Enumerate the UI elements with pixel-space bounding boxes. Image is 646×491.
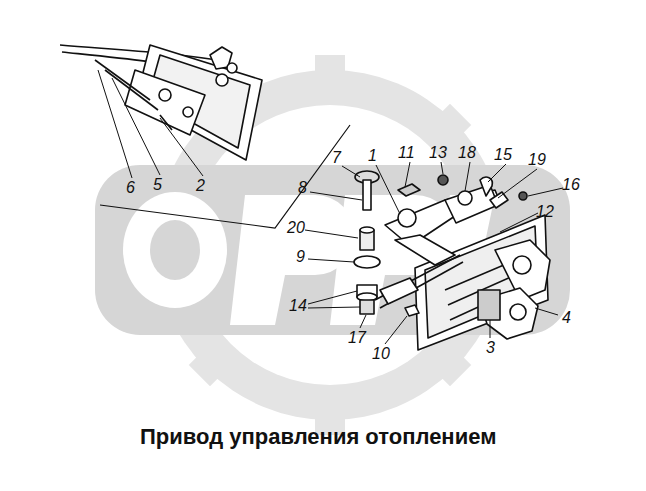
main-assembly [354,171,550,350]
callout-number: 15 [494,147,512,163]
callout-number: 7 [332,150,341,166]
callout-number: 12 [536,204,554,220]
callout-number: 4 [562,310,571,326]
callout-number: 14 [289,298,307,314]
figure-caption: Привод управления отоплением [140,425,496,449]
callout-number: 19 [528,152,546,168]
callout-number: 18 [458,145,476,161]
callout-number: 9 [296,249,305,265]
callout-number: 11 [398,145,415,161]
callout-number: 3 [486,340,495,356]
callout-number: 8 [298,180,307,196]
callout-number: 1 [368,148,377,164]
callout-number: 6 [126,180,135,196]
callout-number: 5 [153,177,162,193]
callout-number: 17 [348,330,366,346]
callout-number: 16 [562,177,580,193]
callout-number: 13 [429,145,447,161]
callout-number: 10 [372,346,390,362]
leader-lines [98,70,563,344]
callout-number: 2 [196,178,205,194]
inset-bracket [60,45,262,160]
callout-number: 20 [287,220,305,236]
watermark-logo [95,55,570,435]
